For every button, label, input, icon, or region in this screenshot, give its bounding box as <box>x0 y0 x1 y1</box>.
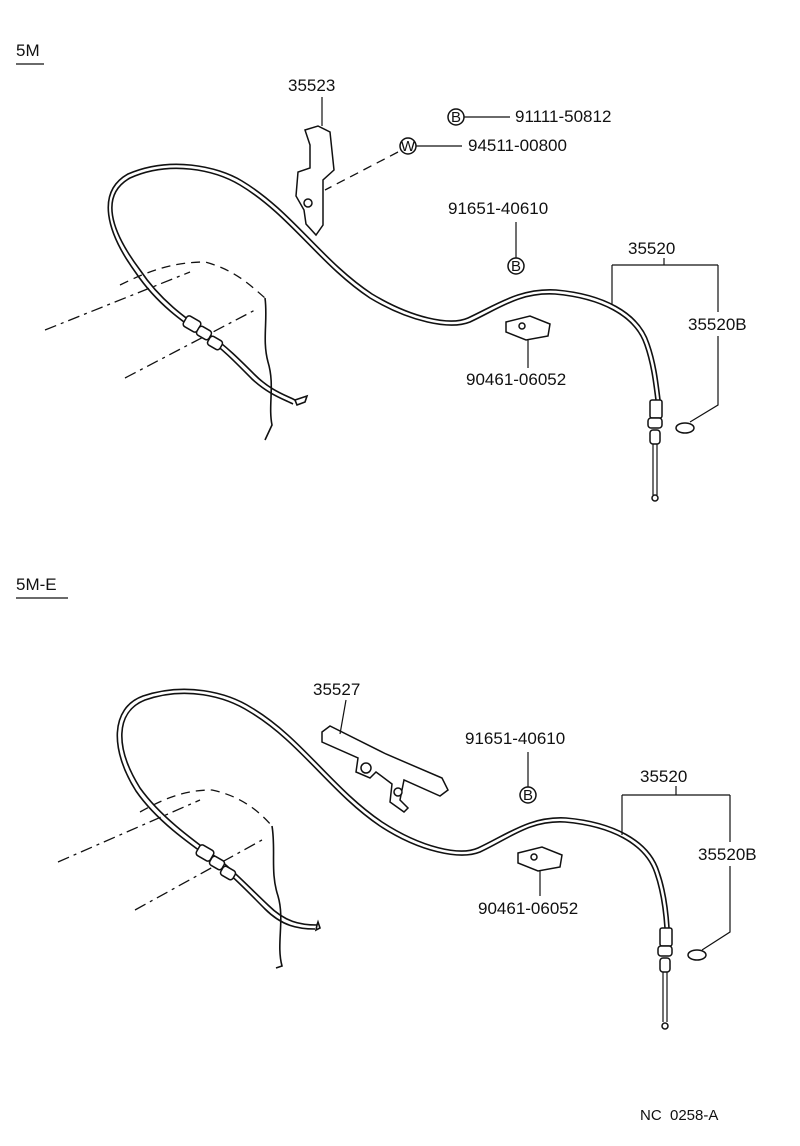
cable-ring-35520b <box>687 949 707 961</box>
cable-callout: 35520 35520B <box>611 239 747 434</box>
cable-end-bushing <box>649 429 661 445</box>
section-heading-5m-e: 5M-E <box>16 575 57 594</box>
bolt-91111-50812: B 91111-50812 <box>447 107 611 126</box>
clip-bolt-marker-b <box>507 257 525 275</box>
part-label-35520b: 35520B <box>698 845 757 864</box>
washer-94511-00800: W 94511-00800 <box>324 136 567 191</box>
throttle-cable-35520 <box>107 163 663 502</box>
cable-end-fitting <box>649 399 663 419</box>
washer-marker-letter: W <box>401 138 416 155</box>
cable-end-collar <box>657 945 673 957</box>
clamp-90461-06052: 90461-06052 <box>466 315 566 389</box>
bracket-35523: 35523 <box>288 76 335 237</box>
section-5m: 5M 35523 <box>16 41 747 502</box>
cable-adjuster-nut <box>219 865 237 881</box>
bracket-35527: 35527 <box>313 680 449 813</box>
cable-callout: 35520 35520B <box>621 767 757 961</box>
part-label-35520b: 35520B <box>688 315 747 334</box>
section-heading-5m: 5M <box>16 41 40 60</box>
section-5m-e: 5M-E 3 <box>16 575 757 1030</box>
clip-bolt-marker-b <box>519 786 537 804</box>
clip-bolt-marker-letter: B <box>511 258 521 275</box>
bolt-91651-40610: 91651-40610 B <box>465 729 565 804</box>
part-label-90461-06052: 90461-06052 <box>466 370 566 389</box>
vehicle-body-outline <box>44 261 273 441</box>
part-label-91111-50812: 91111-50812 <box>515 107 611 126</box>
clip-bolt-marker-letter: B <box>523 787 533 804</box>
figure-code: NC 0258-A <box>640 1107 718 1124</box>
cable-end-bushing <box>659 957 671 973</box>
bolt-marker-letter: B <box>451 109 461 126</box>
cable-adjuster-nut <box>206 335 224 351</box>
part-label-91651-40610: 91651-40610 <box>465 729 565 748</box>
bolt-91651-40610: 91651-40610 B <box>448 199 548 275</box>
part-label-94511-00800: 94511-00800 <box>468 136 567 155</box>
part-label-35523: 35523 <box>288 76 335 95</box>
cable-end-collar <box>647 417 663 429</box>
cable-inner-end <box>661 1022 669 1030</box>
part-label-35520: 35520 <box>628 239 675 258</box>
part-label-35527: 35527 <box>313 680 360 699</box>
part-label-91651-40610: 91651-40610 <box>448 199 548 218</box>
throttle-cable-35520 <box>116 688 673 1030</box>
part-label-90461-06052: 90461-06052 <box>478 899 578 918</box>
cable-end-fitting <box>659 927 673 947</box>
cable-ring-35520b <box>675 422 695 434</box>
vehicle-body-outline <box>57 789 283 969</box>
washer-dashed-leader <box>324 151 399 191</box>
cable-inner-end <box>651 494 659 502</box>
part-label-35520: 35520 <box>640 767 687 786</box>
clamp-90461-06052: 90461-06052 <box>478 846 578 918</box>
leader-35527 <box>339 699 347 735</box>
